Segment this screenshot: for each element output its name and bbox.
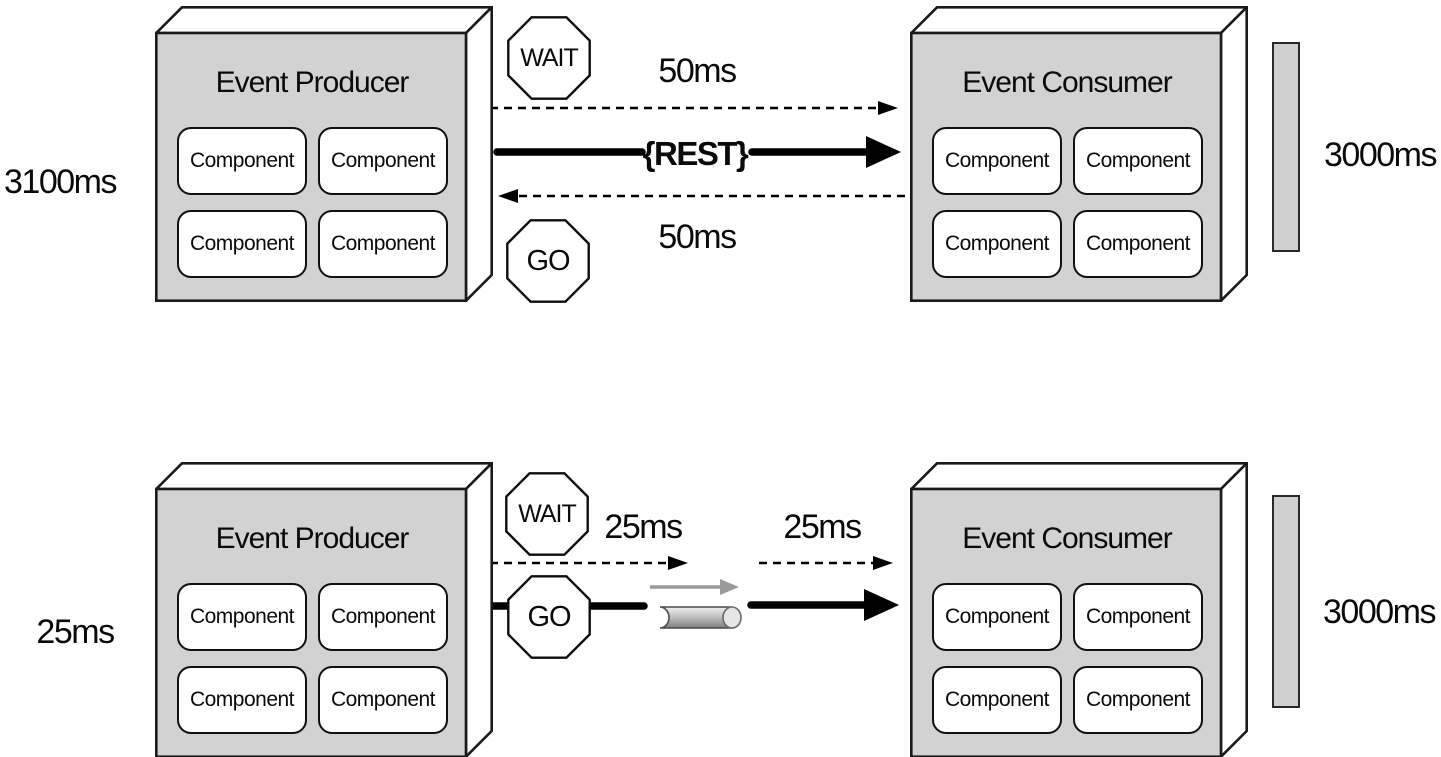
component-label: Component xyxy=(1085,605,1191,628)
consumer-title: Event Consumer xyxy=(962,66,1172,99)
messaging-send-dashed-arrow xyxy=(490,556,688,570)
messaging-event-producer-box: Event Producer Component Component Compo… xyxy=(155,462,493,757)
wait-sign-label: WAIT xyxy=(518,499,577,528)
messaging-producer-total-time-label: 25ms xyxy=(36,613,115,651)
messaging-deliver-solid-arrow xyxy=(747,589,899,621)
component-label: Component xyxy=(189,232,295,255)
producer-title: Event Producer xyxy=(215,66,410,99)
component-label: Component xyxy=(330,688,436,711)
component-label: Component xyxy=(944,232,1050,255)
messaging-event-consumer-box: Event Consumer Component Component Compo… xyxy=(910,462,1248,757)
component-label: Component xyxy=(1085,688,1191,711)
rest-event-consumer-box: Event Consumer Component Component Compo… xyxy=(910,6,1248,302)
component-box: Component xyxy=(1073,666,1203,734)
queue-cylinder-icon xyxy=(659,606,742,629)
component-box: Component xyxy=(177,127,307,195)
wait-sign-label: WAIT xyxy=(520,43,579,72)
component-label: Component xyxy=(944,605,1050,628)
component-box: Component xyxy=(932,583,1062,651)
wait-sign-icon: WAIT xyxy=(507,16,591,100)
component-box: Component xyxy=(932,666,1062,734)
consumer-title: Event Consumer xyxy=(962,522,1172,555)
go-sign-label: GO xyxy=(527,600,571,633)
component-label: Component xyxy=(189,149,295,172)
producer-title: Event Producer xyxy=(215,522,410,555)
rest-request-dashed-arrow xyxy=(490,101,898,115)
component-label: Component xyxy=(330,149,436,172)
consumer-processing-bar xyxy=(1272,495,1300,708)
component-box: Component xyxy=(318,583,448,651)
messaging-consumer-time-label: 3000ms xyxy=(1323,593,1436,631)
rest-request-time-label: 50ms xyxy=(658,52,737,90)
component-box: Component xyxy=(1073,127,1203,195)
messaging-deliver-dashed-arrow xyxy=(759,556,893,570)
rest-response-time-label: 50ms xyxy=(658,218,737,256)
component-label: Component xyxy=(944,688,1050,711)
component-label: Component xyxy=(944,149,1050,172)
component-label: Component xyxy=(330,232,436,255)
component-box: Component xyxy=(1073,210,1203,278)
go-sign-label: GO xyxy=(526,244,570,277)
component-box: Component xyxy=(318,210,448,278)
component-box: Component xyxy=(177,583,307,651)
messaging-deliver-time-label: 25ms xyxy=(783,508,862,546)
messaging-send-time-label: 25ms xyxy=(604,508,683,546)
rest-protocol-label: {REST} xyxy=(642,135,749,172)
go-sign-icon: GO xyxy=(506,219,590,303)
component-label: Component xyxy=(189,688,295,711)
wait-sign-icon: WAIT xyxy=(505,472,589,556)
component-box: Component xyxy=(177,210,307,278)
component-label: Component xyxy=(1085,149,1191,172)
component-box: Component xyxy=(318,666,448,734)
component-label: Component xyxy=(189,605,295,628)
component-box: Component xyxy=(318,127,448,195)
rest-consumer-time-label: 3000ms xyxy=(1324,136,1437,174)
component-label: Component xyxy=(1085,232,1191,255)
component-label: Component xyxy=(330,605,436,628)
rest-event-producer-box: Event Producer Component Component Compo… xyxy=(155,6,493,302)
rest-producer-total-time-label: 3100ms xyxy=(4,163,117,201)
queue-flow-arrow xyxy=(650,579,739,595)
consumer-processing-bar xyxy=(1272,42,1300,252)
rest-call-arrow xyxy=(493,136,901,168)
component-box: Component xyxy=(932,127,1062,195)
go-sign-icon: GO xyxy=(507,575,591,659)
component-box: Component xyxy=(1073,583,1203,651)
component-box: Component xyxy=(932,210,1062,278)
component-box: Component xyxy=(177,666,307,734)
rest-response-dashed-arrow xyxy=(498,189,905,203)
